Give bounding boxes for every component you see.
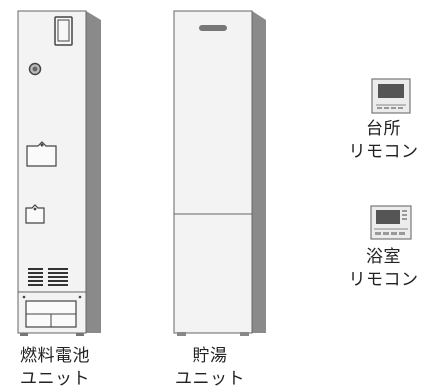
vent-grille-left	[28, 268, 43, 286]
small-tag-icon	[25, 204, 45, 224]
storage-unit-label: 貯湯 ユニット	[160, 345, 260, 391]
kitchen-remote-label-line2: リモコン	[348, 142, 419, 162]
vent-grille-right	[48, 268, 68, 286]
storage-unit-label-line2: ユニット	[175, 369, 245, 389]
hang-tag-icon	[26, 141, 57, 167]
fuel-cell-unit-illustration	[17, 10, 101, 336]
fuel-cell-unit-label-line1: 燃料電池	[20, 346, 90, 366]
kitchen-remote-label: 台所 リモコン	[340, 118, 427, 164]
storage-unit-illustration	[173, 10, 266, 336]
kitchen-remote-label-line1: 台所	[366, 119, 401, 139]
bath-remote-label: 浴室 リモコン	[340, 246, 427, 292]
fuel-cell-unit-label: 燃料電池 ユニット	[0, 345, 110, 391]
fuel-cell-unit-label-line2: ユニット	[20, 369, 90, 389]
bath-remote-label-line1: 浴室	[366, 247, 401, 267]
bath-remote-label-line2: リモコン	[348, 270, 419, 290]
top-vent-icon	[54, 16, 73, 46]
storage-unit-label-line1: 貯湯	[192, 346, 228, 366]
kitchen-remote-icon	[371, 78, 411, 114]
handle-slot-icon	[199, 25, 227, 31]
bath-remote-icon	[370, 205, 412, 240]
